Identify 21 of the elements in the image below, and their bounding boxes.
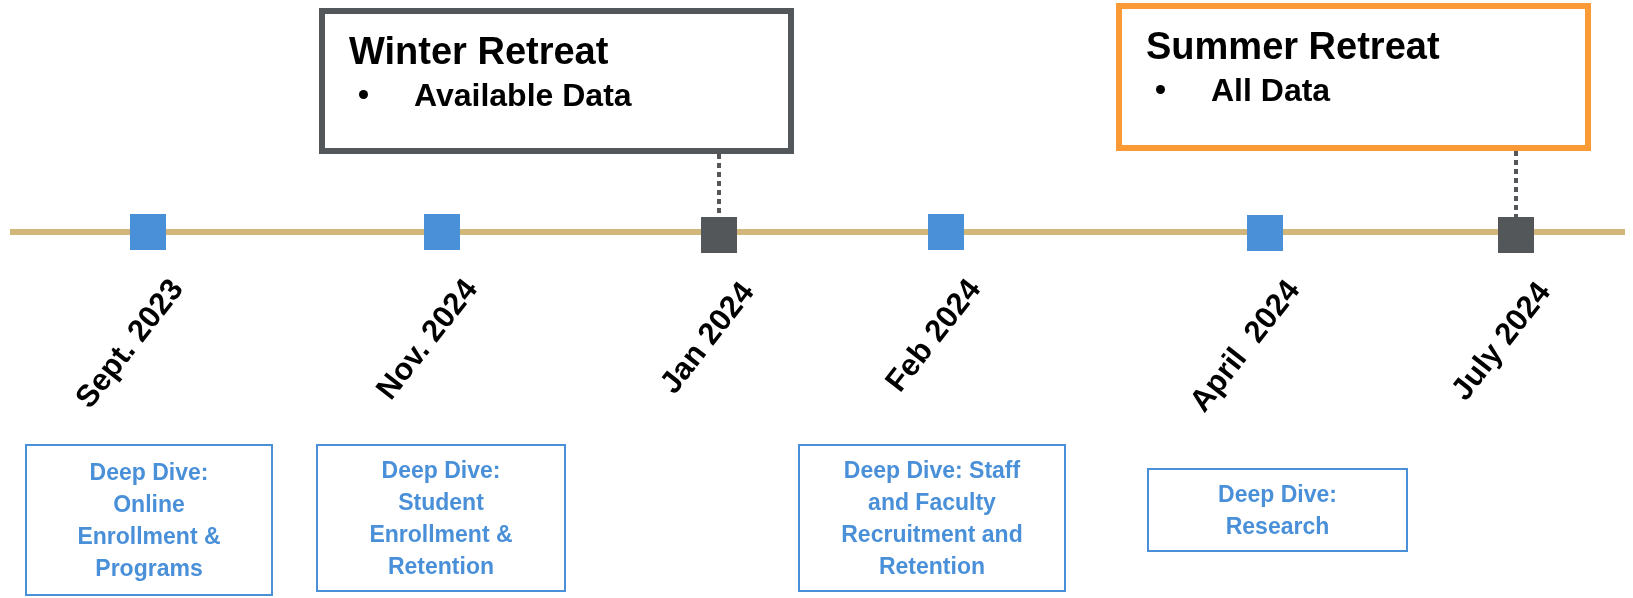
milestone-marker bbox=[424, 214, 460, 250]
deep-dive-label: Deep Dive: Student Enrollment & Retention bbox=[368, 456, 514, 581]
deep-dive-box bbox=[798, 444, 1066, 592]
milestone-marker bbox=[1247, 215, 1283, 251]
milestone-marker bbox=[928, 214, 964, 250]
dotted-connector bbox=[1514, 151, 1518, 217]
milestone-marker bbox=[130, 214, 166, 250]
milestone-marker bbox=[701, 217, 737, 253]
deep-dive-label: Deep Dive: Research bbox=[1217, 480, 1338, 541]
deep-dive-label: Deep Dive: Staff and Faculty Recruitment and Retention bbox=[840, 456, 1024, 581]
retreat-title: Winter Retreat bbox=[349, 29, 610, 74]
bullet-item: All Data bbox=[1211, 72, 1331, 108]
retreat-box bbox=[319, 8, 794, 154]
deep-dive-box bbox=[316, 444, 566, 592]
deep-dive-label: Deep Dive: Online Enrollment & Programs bbox=[76, 458, 222, 583]
bullet-item: Available Data bbox=[414, 77, 632, 113]
retreat-title: Summer Retreat bbox=[1146, 24, 1441, 69]
deep-dive-box bbox=[1147, 468, 1408, 552]
deep-dive-box bbox=[25, 444, 273, 596]
milestone-marker bbox=[1498, 217, 1534, 253]
retreat-box bbox=[1116, 3, 1591, 151]
